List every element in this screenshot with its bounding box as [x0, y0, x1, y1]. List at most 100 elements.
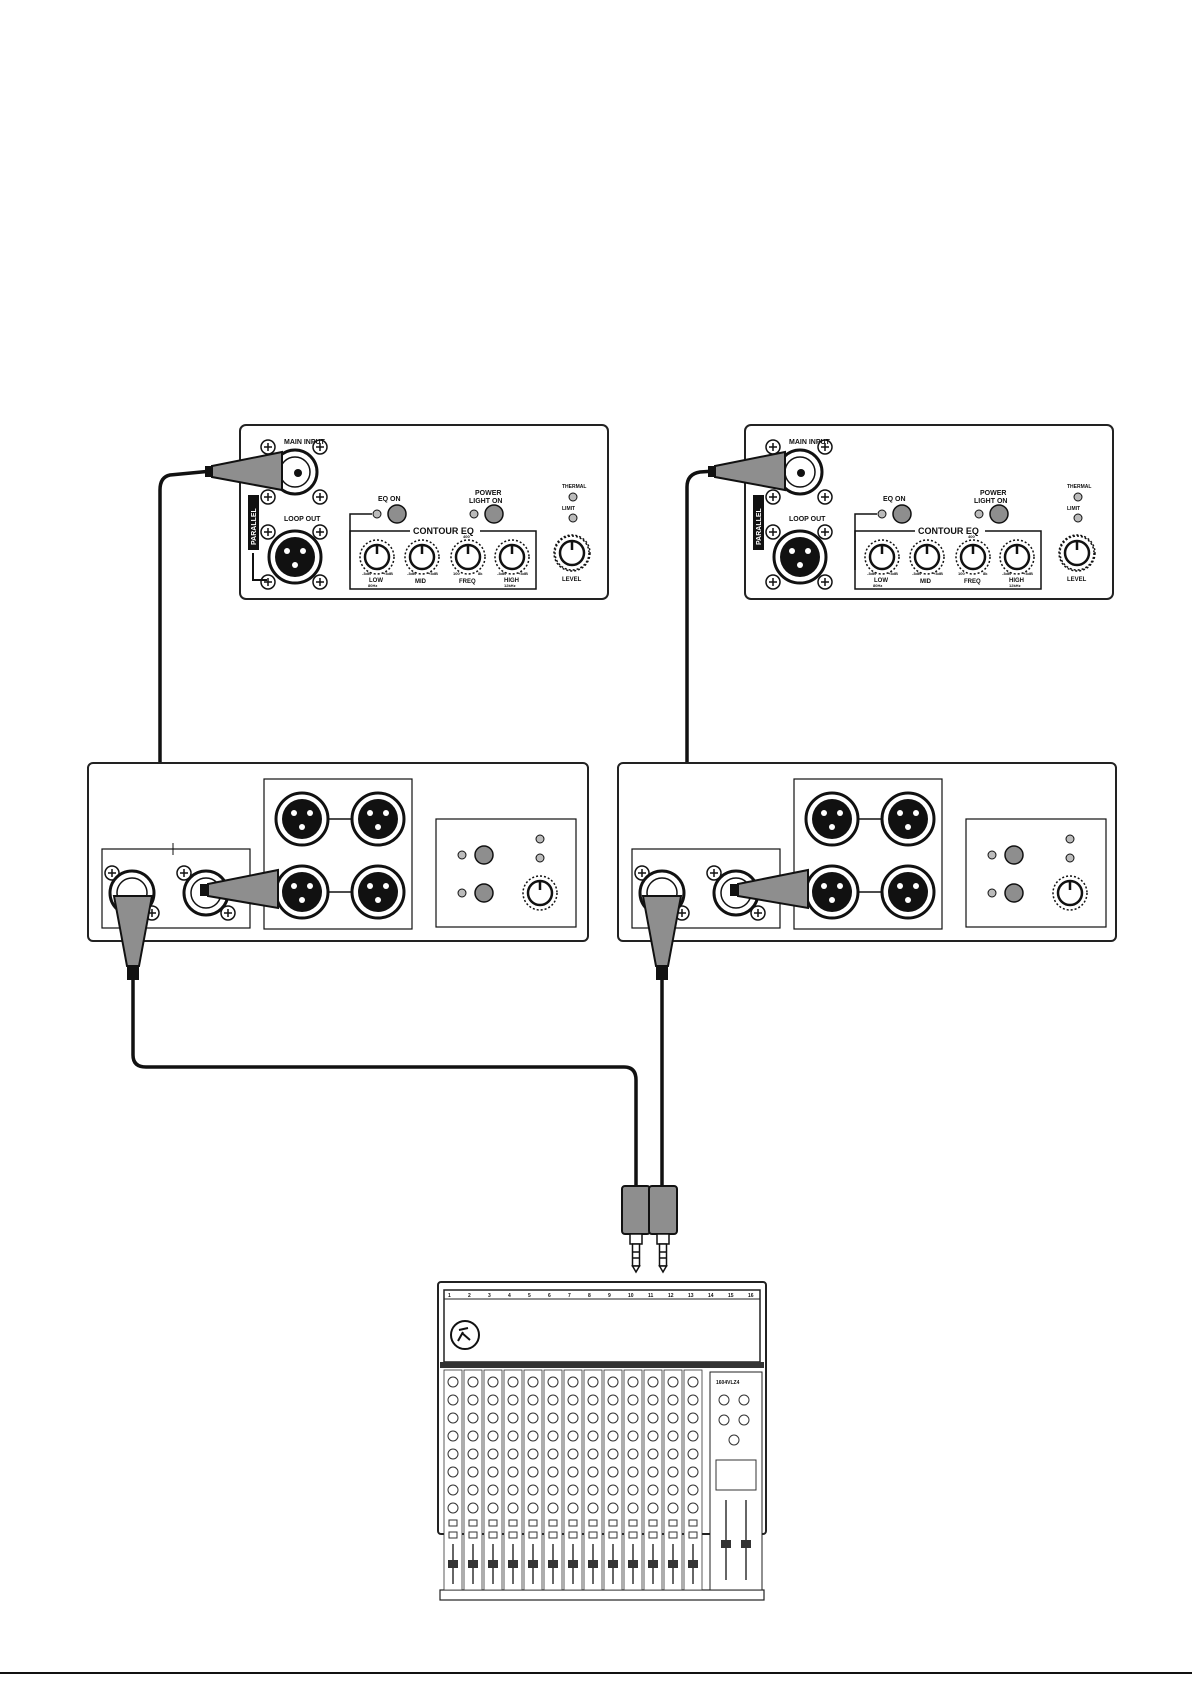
high-freq-label: 12kHz — [1009, 583, 1021, 588]
mixer-channel-number: 2 — [468, 1293, 471, 1299]
high-knob[interactable] — [493, 538, 531, 576]
output-jack-1[interactable] — [274, 791, 330, 847]
mixer-channel-strip[interactable] — [483, 1369, 503, 1591]
device-panel-left — [87, 762, 589, 942]
trs-plug-left — [621, 1185, 651, 1273]
mixer-channel-strip[interactable] — [583, 1369, 603, 1591]
eq-on-label: EQ ON — [883, 496, 906, 503]
xlr-plug-left-top — [205, 450, 302, 492]
loop-out-jack[interactable] — [772, 529, 828, 585]
xlr-plug-left-mid — [200, 868, 279, 910]
device-panel-right — [617, 762, 1117, 942]
freq-max-label: 8k — [983, 571, 988, 576]
power-light-label-1: POWER — [475, 490, 501, 497]
mixer-channel-strip[interactable] — [623, 1369, 643, 1591]
high-knob[interactable] — [998, 538, 1036, 576]
mixer-channel-strip[interactable] — [543, 1369, 563, 1591]
limit-label: LIMIT — [1067, 506, 1080, 512]
mixer-channel-strip[interactable] — [443, 1369, 463, 1591]
cable-left-bottom — [131, 980, 638, 1190]
power-light-label-1: POWER — [980, 490, 1006, 497]
mixer-channel-strip[interactable] — [643, 1369, 663, 1591]
eq-on-switch[interactable] — [892, 504, 912, 524]
mixer-channel-number: 15 — [728, 1293, 734, 1299]
mixer-channel-strip[interactable] — [463, 1369, 483, 1591]
device-knob[interactable] — [521, 874, 559, 912]
loop-out-label: LOOP OUT — [789, 516, 826, 523]
freq-min-label: 100 — [453, 571, 460, 576]
high-max-label: +3dB — [1023, 571, 1033, 576]
mixer-channel-number: 8 — [588, 1293, 591, 1299]
power-light-switch[interactable] — [484, 504, 504, 524]
power-light-switch[interactable] — [989, 504, 1009, 524]
output-jack-4[interactable] — [350, 864, 406, 920]
low-knob[interactable] — [358, 538, 396, 576]
mixer-channel-number: 9 — [608, 1293, 611, 1299]
switch-top[interactable] — [474, 845, 494, 865]
contour-eq-label: CONTOUR EQ — [918, 526, 979, 536]
trs-plug-right — [648, 1185, 678, 1273]
loop-out-jack[interactable] — [267, 529, 323, 585]
freq-knob[interactable] — [954, 538, 992, 576]
mixer-channel-strip[interactable] — [503, 1369, 523, 1591]
limit-label: LIMIT — [562, 506, 575, 512]
switch-bottom[interactable] — [1004, 883, 1024, 903]
mixer-channel-number: 3 — [488, 1293, 491, 1299]
switch-top[interactable] — [1004, 845, 1024, 865]
output-jack-2[interactable] — [880, 791, 936, 847]
output-jack-4[interactable] — [880, 864, 936, 920]
high-label: HIGH — [504, 578, 519, 584]
mixer-channel-strip[interactable] — [683, 1369, 703, 1591]
mixer-channel-strip[interactable] — [563, 1369, 583, 1591]
parallel-label: PARALLEL — [756, 507, 763, 545]
output-jack-1[interactable] — [804, 791, 860, 847]
xlr-plug-left-down — [112, 895, 154, 980]
mixer-channel-strip[interactable] — [603, 1369, 623, 1591]
low-label: LOW — [369, 578, 383, 584]
mixer-channel-number: 10 — [628, 1293, 634, 1299]
mid-knob[interactable] — [403, 538, 441, 576]
mid-label: MID — [415, 579, 427, 585]
level-label: LEVEL — [562, 577, 582, 583]
mixer-channel-strip[interactable] — [523, 1369, 543, 1591]
mixer-channel-number: 4 — [508, 1293, 511, 1299]
power-light-label-2: LIGHT ON — [469, 498, 502, 505]
low-freq-label: 80Hz — [368, 583, 377, 588]
high-min-label: -3dB — [1002, 571, 1011, 576]
high-label: HIGH — [1009, 578, 1024, 584]
mixer-channel-number: 11 — [648, 1293, 654, 1299]
high-min-label: -3dB — [497, 571, 506, 576]
mid-knob[interactable] — [908, 538, 946, 576]
parallel-label: PARALLEL — [251, 507, 258, 545]
thermal-label: THERMAL — [1067, 484, 1091, 490]
xlr-plug-right-mid — [730, 868, 809, 910]
device-knob[interactable] — [1051, 874, 1089, 912]
output-jack-3[interactable] — [274, 864, 330, 920]
freq-top-label: 400 — [968, 534, 975, 539]
mixer-channel-number: 16 — [748, 1293, 754, 1299]
level-label: LEVEL — [1067, 577, 1087, 583]
mixer-channel-number: 14 — [708, 1293, 714, 1299]
low-knob[interactable] — [863, 538, 901, 576]
output-jack-2[interactable] — [350, 791, 406, 847]
mixer-channel-number: 13 — [688, 1293, 694, 1299]
speaker-panel-left: MAIN INPUT LOOP OUT PARALLEL EQ ON POWER… — [239, 424, 609, 600]
level-knob[interactable] — [1058, 534, 1096, 572]
output-jack-3[interactable] — [804, 864, 860, 920]
switch-bottom[interactable] — [474, 883, 494, 903]
low-freq-label: 80Hz — [873, 583, 882, 588]
low-min-label: -3dB — [362, 571, 371, 576]
mid-max-label: +3dB — [933, 571, 943, 576]
main-input-label: MAIN INPUT — [284, 439, 326, 446]
mixer-channel-strip[interactable] — [663, 1369, 683, 1591]
eq-on-switch[interactable] — [387, 504, 407, 524]
freq-label: FREQ — [459, 579, 476, 585]
freq-knob[interactable] — [449, 538, 487, 576]
freq-max-label: 8k — [478, 571, 483, 576]
low-max-label: +3dB — [383, 571, 393, 576]
mixer-model-label: 1604VLZ4 — [716, 1380, 740, 1386]
level-knob[interactable] — [553, 534, 591, 572]
